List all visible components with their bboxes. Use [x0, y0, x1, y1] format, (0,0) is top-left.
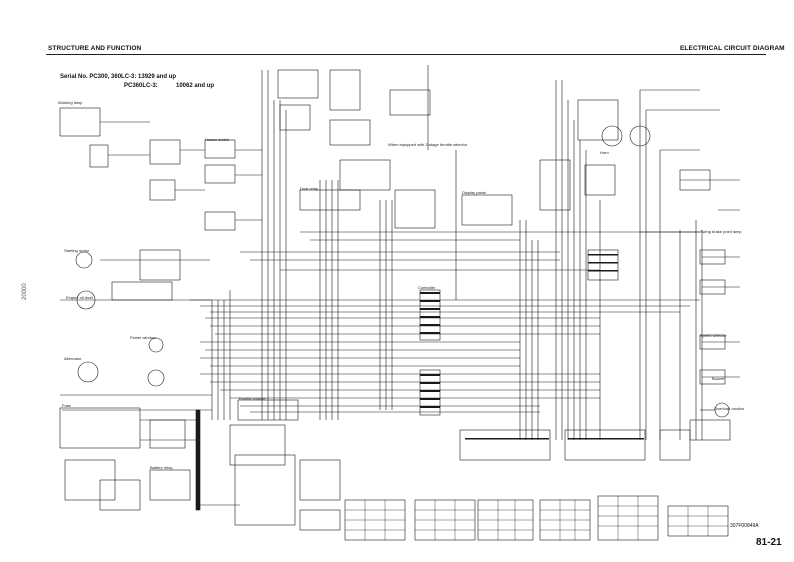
serial-line-2-range: 10062 and up	[176, 83, 215, 89]
serial-line-1: Serial No. PC300, 360LC-3: 13929 and up	[60, 74, 177, 80]
label-buzzer: Buzzer	[712, 376, 725, 381]
figure-id: 307F00849A	[730, 523, 759, 529]
label-engine-oil-level: Engine oil level	[66, 295, 93, 300]
label-swing-brake-lamp: Swing brake point lamp	[700, 229, 742, 234]
label-note-equipped: When equipped with 2-stage throttle sele…	[388, 142, 468, 147]
header-rule	[46, 54, 766, 55]
label-display-panel: Display panel	[462, 190, 487, 195]
section-title: STRUCTURE AND FUNCTION	[48, 45, 142, 52]
label-starting-motor: Starting motor	[64, 248, 90, 253]
label-alternator: Alternator	[64, 356, 82, 361]
label-controller: Controller	[418, 285, 436, 290]
label-fuse: Fuse	[62, 403, 71, 408]
diagram-title: ELECTRICAL CIRCUIT DIAGRAM	[680, 45, 785, 52]
label-dual-relay: Dual relay	[300, 186, 319, 191]
label-working-lamp: Working lamp	[58, 100, 83, 105]
page-number: 81-21	[756, 537, 782, 548]
label-overload-caution: Overload caution	[714, 406, 745, 411]
serial-line-2-model: PC360LC-3:	[124, 83, 158, 89]
label-power-window: Power window	[130, 335, 156, 340]
label-horn: Horn	[600, 150, 609, 155]
label-heater-switch: Heater switch	[205, 137, 230, 142]
label-battery-relay: Battery relay	[150, 465, 173, 470]
label-speed-selector: Speed selector	[700, 333, 727, 338]
label-throttle-volume: Throttle volume	[238, 396, 266, 401]
